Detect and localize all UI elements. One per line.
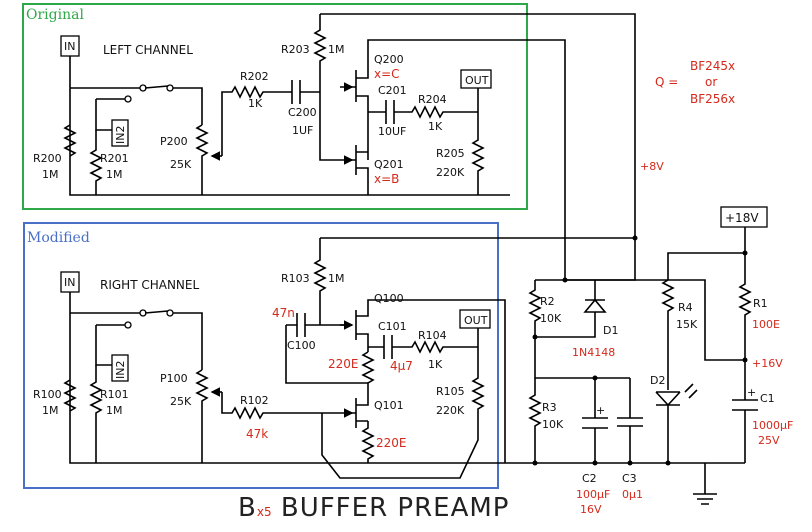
r102-value: 47k: [246, 427, 268, 441]
c100-label: C100: [287, 339, 316, 352]
q-note: Q = BF245x or BF256x: [655, 59, 735, 106]
c200-value: 1UF: [292, 124, 313, 137]
d1-value: 1N4148: [572, 346, 615, 359]
left-channel-title: LEFT CHANNEL: [103, 43, 193, 57]
ground-icon: [693, 463, 717, 505]
diagram-title: Bx5 BUFFER PREAMP: [238, 493, 509, 523]
q200-x: x=C: [374, 67, 400, 81]
q-option-a: BF245x: [690, 59, 735, 73]
left-in-label: IN: [64, 40, 75, 53]
c2-value2: 16V: [580, 503, 602, 516]
c100-value: 47n: [272, 306, 295, 320]
right-channel-title: RIGHT CHANNEL: [100, 278, 199, 292]
d2-label: D2: [650, 374, 665, 387]
r102-label: R102: [240, 394, 269, 407]
c101-value: 4µ7: [390, 359, 413, 373]
r2-label: R2: [540, 295, 555, 308]
r103-label: R103: [281, 272, 310, 285]
q201-x: x=B: [374, 172, 399, 186]
v8-label: +8V: [640, 160, 664, 173]
c1-plus: +: [747, 386, 756, 399]
c1-value1: 1000µF: [752, 419, 793, 432]
r101-value: 1M: [106, 404, 123, 417]
c2-label: C2: [582, 472, 597, 485]
right-in2-label: IN2: [114, 361, 127, 379]
r3-value: 10K: [542, 418, 564, 431]
r2-value: 10K: [540, 312, 562, 325]
r104-label: R104: [418, 329, 447, 342]
r204-value: 1K: [428, 120, 443, 133]
original-frame: [22, 3, 528, 210]
c2-value1: 100µF: [576, 488, 610, 501]
r3-label: R3: [542, 401, 557, 414]
p200-label: P200: [160, 135, 188, 148]
v18-label: +18V: [725, 211, 759, 225]
r203-label: R203: [281, 43, 310, 56]
r205-value: 220K: [436, 166, 465, 179]
r4-value: 15K: [676, 318, 698, 331]
q200-label: Q200: [374, 53, 404, 66]
r4-label: R4: [678, 301, 693, 314]
r1-value: 100E: [752, 318, 780, 331]
rs1-value: 220E: [328, 357, 359, 371]
r205-label: R205: [436, 147, 465, 160]
r200-value: 1M: [42, 168, 59, 181]
right-out-box: [459, 309, 491, 329]
r105-label: R105: [436, 385, 465, 398]
left-out-box: [460, 69, 492, 89]
r100-label: R100: [33, 388, 62, 401]
v18-box: [720, 206, 768, 228]
q201-label: Q201: [374, 158, 404, 171]
right-channel: IN RIGHT CHANNEL IN2 R100 1M R101 1M P10…: [33, 237, 745, 479]
r103-value: 1M: [328, 272, 345, 285]
r101-label: R101: [100, 388, 129, 401]
c101-label: C101: [378, 320, 407, 333]
r201-label: R201: [100, 152, 129, 165]
p100-label: P100: [160, 372, 188, 385]
right-out-label: OUT: [464, 314, 488, 327]
left-channel: IN LEFT CHANNEL IN2 R200 1M R201 1M P200…: [33, 13, 636, 280]
r105-value: 220K: [436, 404, 465, 417]
q-option-b: BF256x: [690, 92, 735, 106]
c201-label: C201: [378, 84, 407, 97]
r203-value: 1M: [328, 43, 345, 56]
r201-value: 1M: [106, 168, 123, 181]
c201-value: 10UF: [378, 125, 406, 138]
q101-label: Q101: [374, 399, 404, 412]
original-label: Original: [26, 7, 84, 23]
c2-plus: +: [596, 404, 605, 417]
r200-label: R200: [33, 152, 62, 165]
v16-label: +16V: [752, 357, 783, 370]
p100-value: 25K: [170, 395, 192, 408]
q100-label: Q100: [374, 292, 404, 305]
r1-label: R1: [753, 297, 768, 310]
c3-label: C3: [622, 472, 637, 485]
r202-label: R202: [240, 70, 269, 83]
q-or: or: [705, 75, 717, 89]
modified-label: Modified: [27, 230, 90, 246]
right-in-label: IN: [64, 276, 75, 289]
p200-value: 25K: [170, 158, 192, 171]
c3-value: 0µ1: [622, 488, 643, 501]
c1-label: C1: [760, 392, 775, 405]
q-eq: Q =: [655, 75, 678, 89]
modified-frame: [23, 222, 499, 489]
left-out-label: OUT: [465, 74, 489, 87]
r204-label: R204: [418, 93, 447, 106]
power-supply: +8V R2 10K D1 1N4148 R3 10K + C2 100µF 1…: [528, 160, 793, 516]
c200-label: C200: [288, 106, 317, 119]
rs2-value: 220E: [376, 436, 407, 450]
left-in2-label: IN2: [114, 126, 127, 144]
left-in2-box: [111, 119, 129, 147]
c1-value2: 25V: [758, 434, 780, 447]
r202-value: 1K: [248, 97, 263, 110]
r104-value: 1K: [428, 358, 443, 371]
right-in2-box: [111, 354, 129, 382]
r100-value: 1M: [42, 404, 59, 417]
d1-label: D1: [603, 324, 618, 337]
